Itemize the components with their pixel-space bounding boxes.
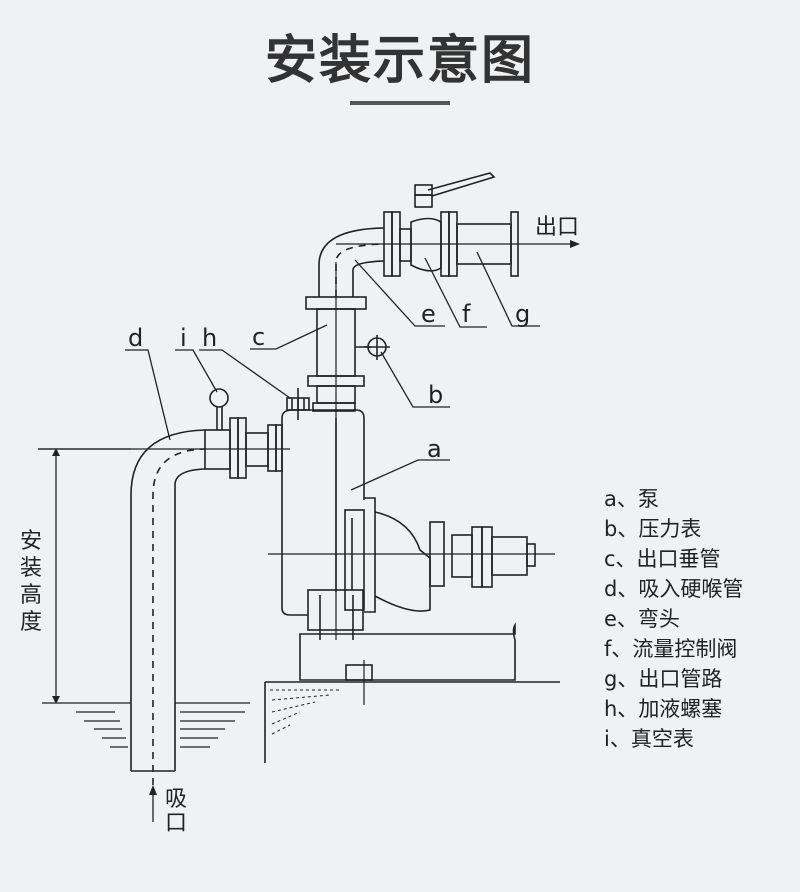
callout-e: e [421,300,436,328]
legend-item: c、出口垂管 [604,547,721,571]
callout-g: g [515,300,530,328]
suction-pipe [130,429,206,785]
callout-i: i [180,324,187,352]
callout-h: h [202,324,217,352]
legend: a、泵 b、压力表 c、出口垂管 d、吸入硬喉管 e、弯头 f、流量控制阀 g、… [604,484,743,754]
legend-item: h、加液螺塞 [604,697,723,721]
legend-item: d、吸入硬喉管 [604,577,744,601]
legend-item: a、泵 [604,487,659,511]
height-label-2: 装 [20,556,42,581]
legend-item: i、真空表 [604,727,694,751]
callout-b: b [428,381,443,409]
inlet-label-1: 吸 [165,787,187,812]
title-underline [350,101,450,105]
page-title: 安装示意图 [264,31,535,91]
legend-item: g、出口管路 [604,667,723,691]
height-label-3: 高 [20,583,42,608]
callout-c: c [252,323,265,351]
callout-d: d [128,324,143,352]
callout-f: f [462,300,471,328]
height-label-1: 安 [20,529,42,554]
legend-item: b、压力表 [604,517,702,541]
legend-item: e、弯头 [604,607,680,631]
outlet-label: 出口 [535,215,579,240]
inlet-label-2: 口 [165,811,187,836]
height-label-4: 度 [20,610,42,635]
callout-a: a [427,435,442,463]
legend-item: f、流量控制阀 [604,637,738,661]
